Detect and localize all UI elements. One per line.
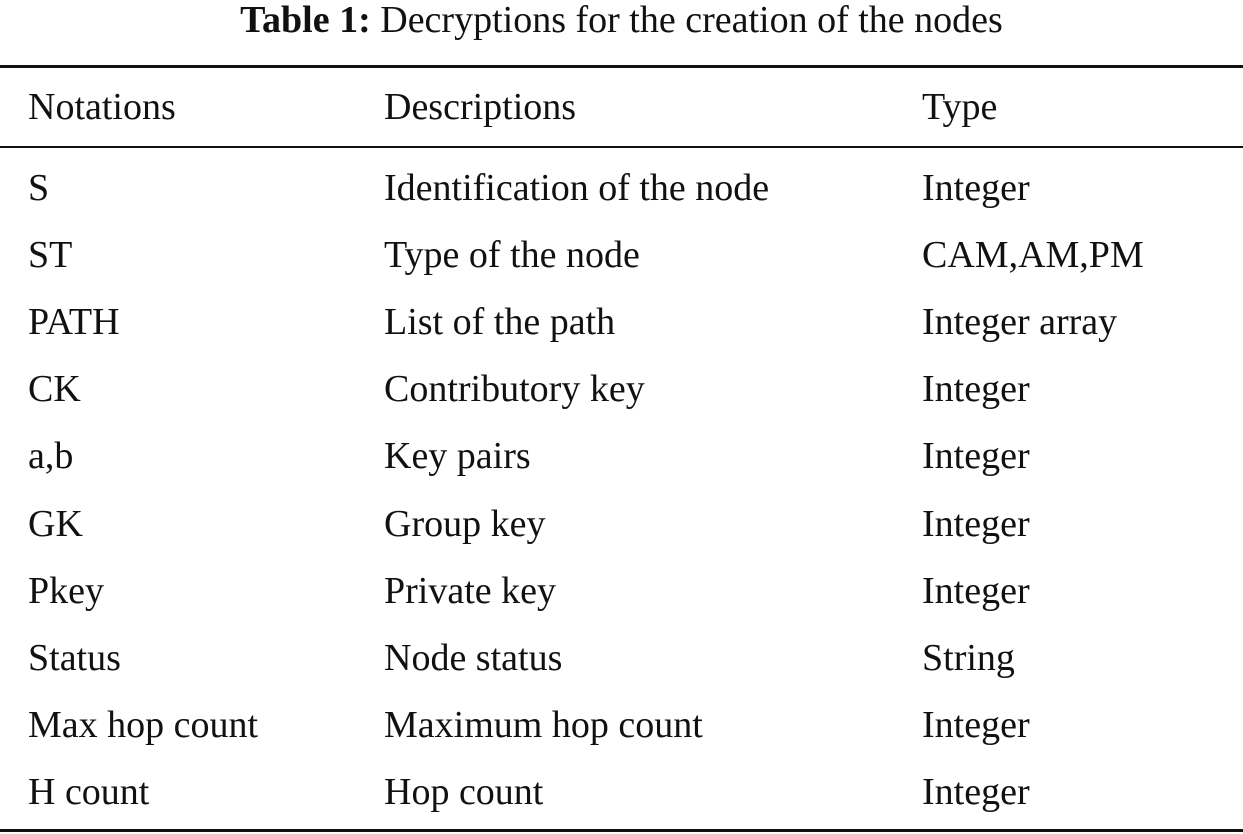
data-table: S Identification of the node Integer ST …: [0, 154, 1243, 826]
table-row: Status Node status String: [0, 624, 1243, 691]
table-row: H count Hop count Integer: [0, 759, 1243, 826]
type-cell: String: [922, 636, 1015, 679]
table-row: Max hop count Maximum hop count Integer: [0, 692, 1243, 759]
table-row: PATH List of the path Integer array: [0, 288, 1243, 355]
notation-cell: Pkey: [28, 569, 104, 612]
notation-cell: Max hop count: [28, 704, 259, 747]
description-cell: Maximum hop count: [384, 704, 703, 747]
description-cell: Node status: [384, 636, 563, 679]
type-cell: Integer: [922, 502, 1030, 545]
table-row: Pkey Private key Integer: [0, 557, 1243, 624]
table-row: ST Type of the node CAM,AM,PM: [0, 221, 1243, 288]
description-cell: Key pairs: [384, 435, 531, 478]
notation-cell: Status: [28, 636, 121, 679]
notation-cell: a,b: [28, 435, 74, 478]
type-cell: Integer: [922, 569, 1030, 612]
type-cell: Integer: [922, 704, 1030, 747]
column-header-type: Type: [922, 86, 998, 128]
description-cell: Hop count: [384, 771, 544, 814]
description-cell: Identification of the node: [384, 166, 770, 209]
notation-cell: H count: [28, 771, 150, 814]
column-header-descriptions: Descriptions: [384, 86, 577, 128]
header-rule: [0, 146, 1243, 148]
top-rule: [0, 65, 1243, 68]
type-cell: Integer: [922, 435, 1030, 478]
column-header-notations: Notations: [28, 86, 176, 128]
table-row: CK Contributory key Integer: [0, 356, 1243, 423]
notation-cell: CK: [28, 368, 81, 411]
type-cell: Integer: [922, 166, 1030, 209]
header-row: Notations Descriptions Type: [0, 68, 1243, 146]
table-caption-label: Table 1:: [240, 0, 371, 41]
type-cell: Integer: [922, 771, 1030, 814]
description-cell: Private key: [384, 569, 557, 612]
table-row: S Identification of the node Integer: [0, 154, 1243, 221]
notation-cell: S: [28, 166, 50, 209]
type-cell: Integer: [922, 368, 1030, 411]
table-caption-text: Decryptions for the creation of the node…: [380, 0, 1003, 41]
table-header: Notations Descriptions Type: [0, 68, 1243, 146]
description-cell: Contributory key: [384, 368, 645, 411]
description-cell: Group key: [384, 502, 546, 545]
description-cell: List of the path: [384, 300, 616, 343]
notation-cell: ST: [28, 233, 73, 276]
notation-cell: GK: [28, 502, 83, 545]
type-cell: CAM,AM,PM: [922, 233, 1144, 276]
description-cell: Type of the node: [384, 233, 640, 276]
notation-cell: PATH: [28, 300, 120, 343]
table-row: GK Group key Integer: [0, 490, 1243, 557]
table-row: a,b Key pairs Integer: [0, 423, 1243, 490]
bottom-rule: [0, 829, 1243, 832]
table-caption: Table 1: Decryptions for the creation of…: [0, 0, 1243, 40]
type-cell: Integer array: [922, 300, 1118, 343]
